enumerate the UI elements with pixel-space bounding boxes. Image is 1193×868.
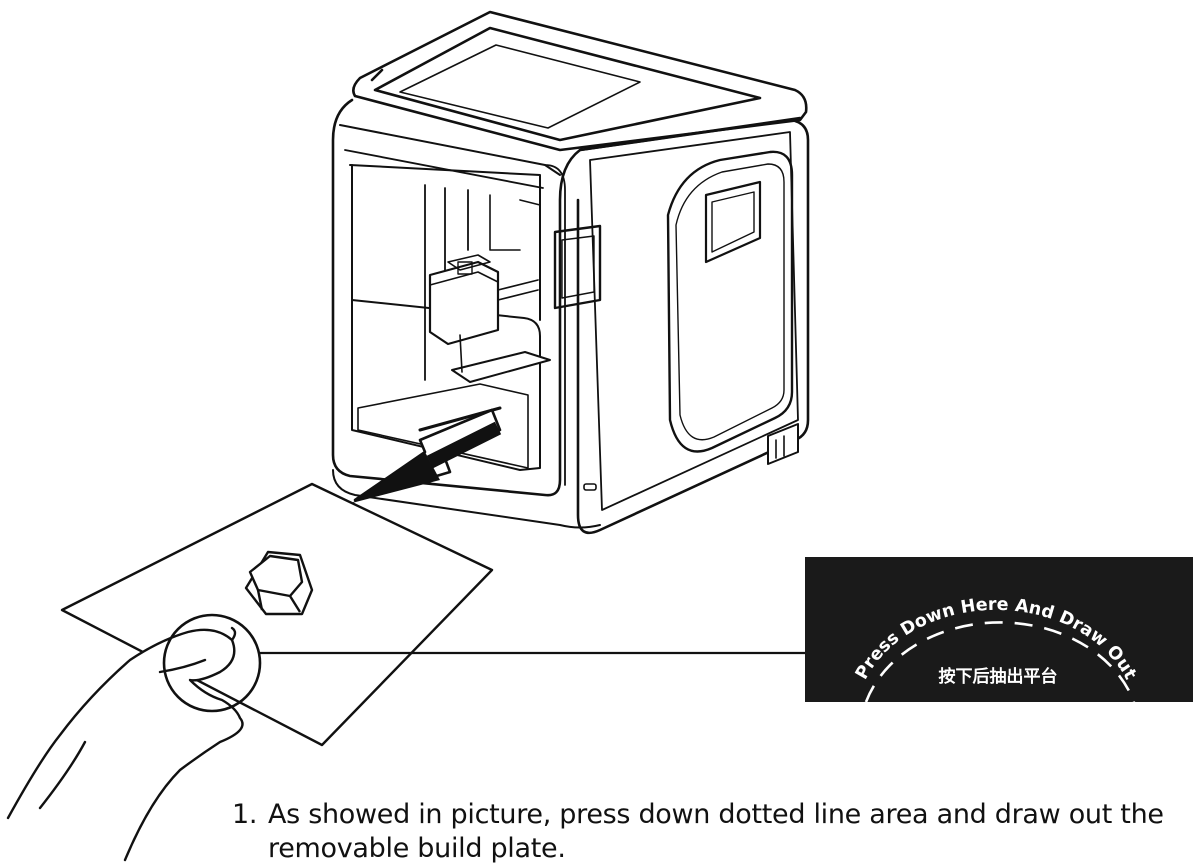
magnifier-circle xyxy=(162,613,262,713)
draw-out-arrow xyxy=(352,408,502,503)
hand-illustration xyxy=(6,626,244,862)
step-number: 1. xyxy=(232,799,258,830)
instruction-line-1: As showed in picture, press down dotted … xyxy=(268,799,1164,830)
callout-box: Press Down Here And Draw Out 按下后抽出平台 xyxy=(805,557,1193,703)
instruction-text: 1. As showed in picture, press down dotte… xyxy=(232,798,1182,866)
instruction-line-2: removable build plate. xyxy=(268,833,566,864)
hexagon-print xyxy=(244,550,314,616)
callout-cn-text: 按下后抽出平台 xyxy=(939,666,1058,687)
3d-printer xyxy=(331,10,810,535)
